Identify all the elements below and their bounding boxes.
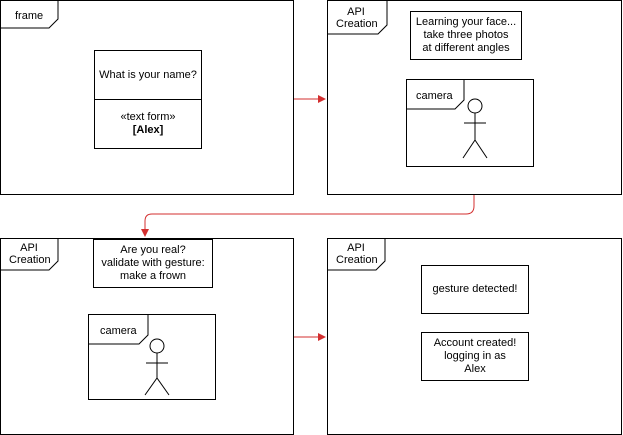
frame-label: API Creation (336, 6, 378, 30)
gesture-status-box: gesture detected! (421, 265, 529, 314)
gesture-status-text: gesture detected! (432, 283, 518, 295)
name-value: [Alex] (132, 124, 164, 136)
frame-label: API Creation (9, 242, 51, 266)
frame-tab: API Creation (328, 1, 388, 35)
text-form-stereotype: «text form» (120, 111, 176, 123)
camera-label: camera (100, 325, 137, 337)
instruction-box: Learning your face... take three photos … (410, 11, 522, 60)
frame-face-learning: API Creation Learning your face... take … (327, 0, 622, 195)
account-status-text: Account created! logging in as Alex (433, 337, 517, 375)
camera-frame: camera (406, 79, 534, 167)
frame-tab: API Creation (1, 239, 59, 271)
camera-label: camera (416, 90, 453, 102)
arrow-face-to-liveness (141, 195, 475, 237)
frame-liveness: API Creation Are you real? validate with… (0, 238, 294, 435)
camera-tab: camera (89, 315, 149, 345)
instruction-box: Are you real? validate with gesture: mak… (93, 239, 213, 288)
frame-label: frame (15, 10, 44, 22)
camera-frame: camera (88, 314, 216, 400)
person-icon (462, 98, 488, 159)
question-text: What is your name? (99, 68, 197, 81)
instruction-text: Are you real? validate with gesture: mak… (101, 244, 205, 282)
instruction-text: Learning your face... take three photos … (415, 16, 517, 54)
frame-name-entry: frame What is your name? «text form» [Al… (0, 0, 294, 195)
question-box: What is your name? (94, 50, 202, 100)
account-status-box: Account created! logging in as Alex (421, 332, 529, 381)
frame-tab: API Creation (328, 239, 386, 271)
frame-tab: frame (1, 1, 59, 29)
frame-result: API Creation gesture detected! Account c… (327, 238, 622, 435)
person-icon (144, 338, 170, 396)
text-form-box[interactable]: «text form» [Alex] (94, 99, 202, 149)
camera-tab: camera (407, 80, 465, 110)
frame-label: API Creation (336, 242, 378, 266)
